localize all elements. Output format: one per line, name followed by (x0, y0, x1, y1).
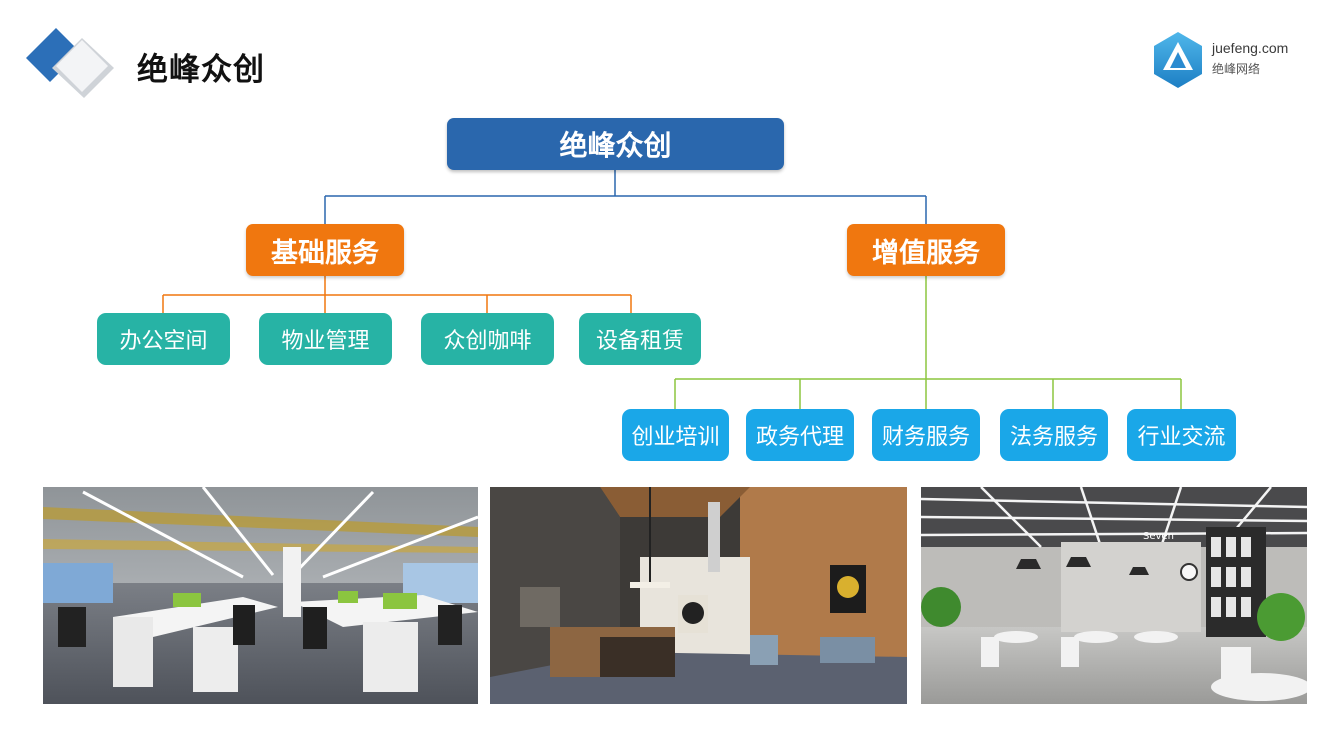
value-added-services-node: 增值服务 (847, 224, 1005, 276)
basic-item-equipment-rental: 设备租赁 (579, 313, 701, 365)
logo-mark-icon (26, 28, 114, 98)
basic-item-cafe: 众创咖啡 (421, 313, 554, 365)
value-item-finance: 财务服务 (872, 409, 980, 461)
root-connector (324, 170, 927, 224)
brand-name: 绝峰网络 (1212, 62, 1261, 76)
basic-services-node: 基础服务 (246, 224, 404, 276)
value-item-legal: 法务服务 (1000, 409, 1108, 461)
basic-item-office-space: 办公空间 (97, 313, 230, 365)
root-node: 绝峰众创 (447, 118, 784, 170)
juefeng-logo-icon (1154, 32, 1202, 88)
value-item-industry-exchange: 行业交流 (1127, 409, 1236, 461)
brand-domain: juefeng.com (1212, 40, 1289, 56)
value-item-gov-agency: 政务代理 (746, 409, 854, 461)
basic-item-property-management: 物业管理 (259, 313, 392, 365)
value-item-training: 创业培训 (622, 409, 729, 461)
executive-office-photo (490, 487, 907, 704)
value-connector (674, 275, 1182, 409)
cafe-sign: Seven (1143, 531, 1174, 542)
page-title: 绝峰众创 (137, 52, 265, 88)
office-photo (43, 487, 478, 704)
cafe-photo: Seven (921, 487, 1307, 704)
basic-connector (162, 275, 632, 313)
